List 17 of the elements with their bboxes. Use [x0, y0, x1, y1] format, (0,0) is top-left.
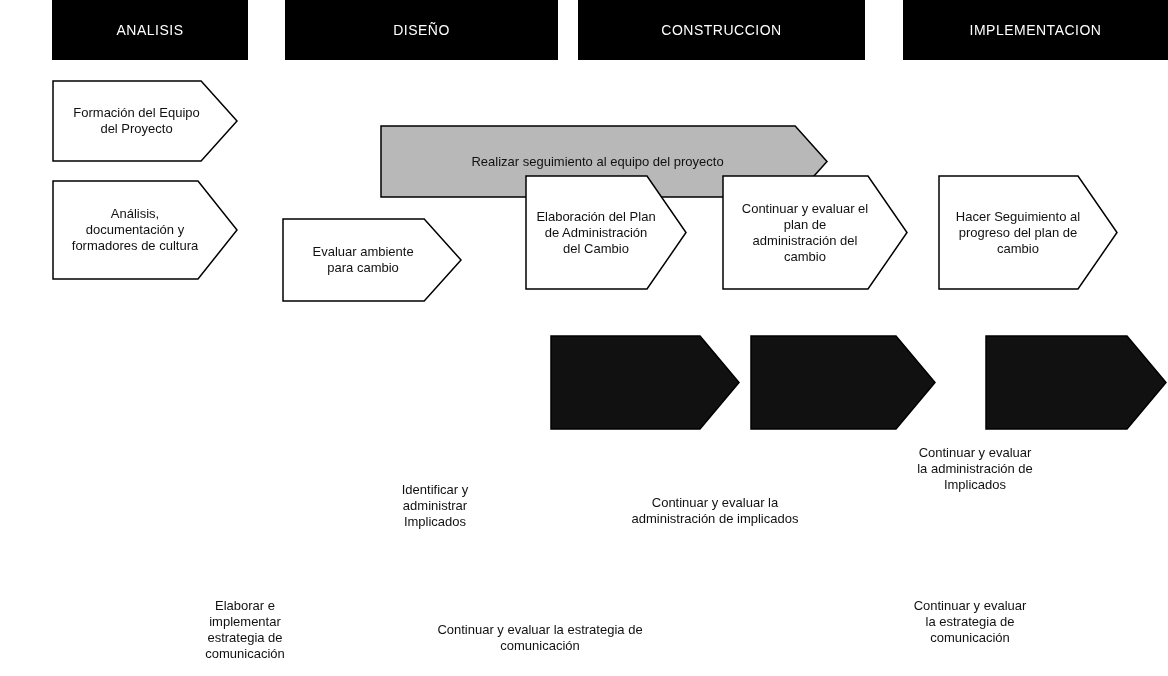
step-label: Elaboración del Plan de Administración del Cambio	[535, 208, 657, 257]
step-label: Continuar y evaluar el plan de administración del cambio	[740, 200, 870, 265]
step-label: Formación del Equipo del Proyecto	[72, 105, 201, 137]
activity-label: Elaborar e implementar estrategia de comunicación	[204, 598, 286, 662]
activity-label: Identificar y administrar Implicados	[400, 482, 470, 530]
activity-label: Continuar y evaluar la administración de Implicados	[916, 445, 1034, 493]
phase-header: IMPLEMENTACION	[903, 0, 1168, 60]
phase-header: CONSTRUCCION	[578, 0, 865, 60]
step-label: Hacer Seguimiento al progreso del plan de cambio	[954, 208, 1082, 257]
step-label: Realizar seguimiento al equipo del proyecto	[470, 153, 725, 170]
activity-label: Continuar y evaluar la administración de implicados	[630, 495, 800, 527]
activity-label: Continuar y evaluar la estrategia de comunicación	[912, 598, 1028, 646]
step-label: Evaluar ambiente para cambio	[311, 244, 415, 276]
activity-label: Continuar y evaluar la estrategia de comunicación	[436, 622, 644, 654]
step-label: Análisis, documentación y formadores de cultura	[70, 206, 200, 254]
phase-header: ANALISIS	[52, 0, 248, 60]
phase-header: DISEÑO	[285, 0, 558, 60]
